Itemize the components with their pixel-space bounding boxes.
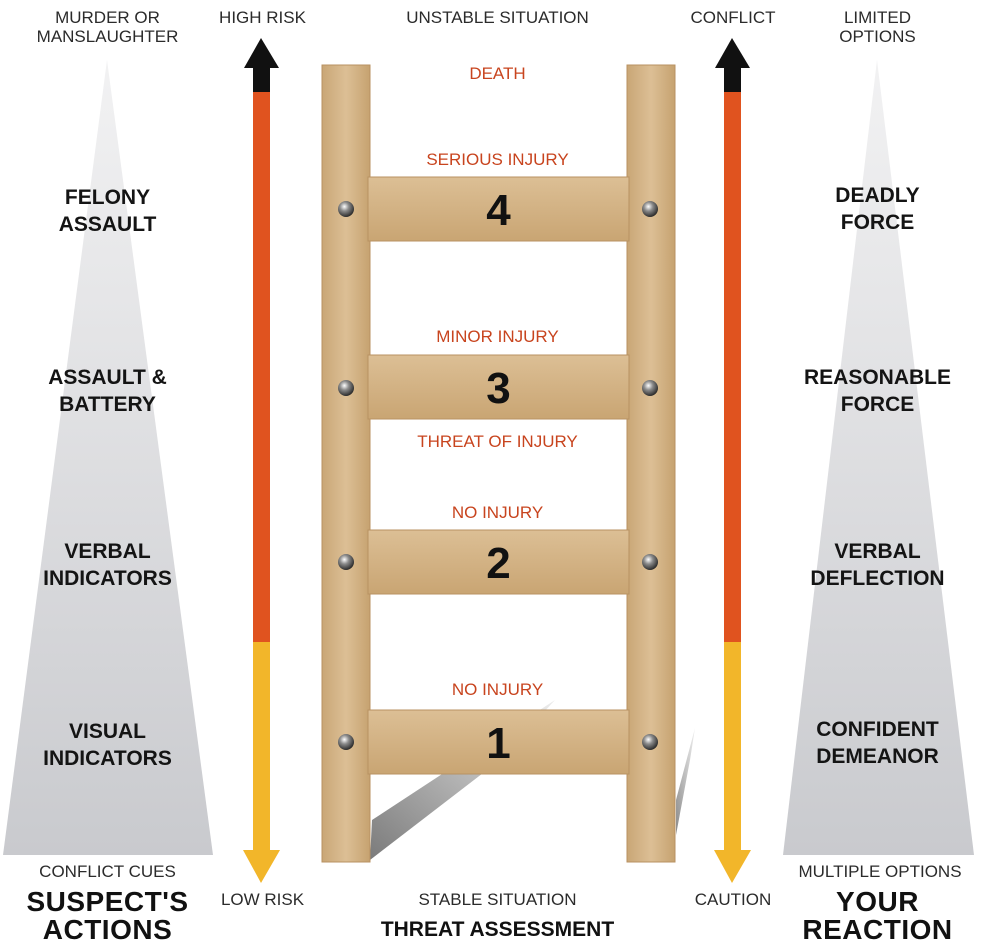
suspect-top-label: MURDER OR MANSLAUGHTER: [10, 8, 205, 46]
death-label: DEATH: [360, 64, 635, 83]
reaction-level-1: CONFIDENT DEMEANOR: [780, 716, 975, 771]
suspect-level-1: VISUAL INDICATORS: [10, 718, 205, 773]
reaction-top-label: LIMITED OPTIONS: [780, 8, 975, 46]
reaction-level-3: REASONABLE FORCE: [780, 364, 975, 419]
rung-number-2: 2: [368, 539, 629, 588]
suspect-bottom-label: CONFLICT CUES: [10, 862, 205, 881]
injury-label-none-1: NO INJURY: [360, 680, 635, 699]
suspect-title: SUSPECT'S ACTIONS: [0, 888, 215, 944]
ladder-shadow-right: [676, 728, 695, 835]
suspect-level-4: FELONY ASSAULT: [10, 184, 205, 239]
injury-label-threat: THREAT OF INJURY: [360, 432, 635, 451]
ladder-bolts: [338, 201, 658, 750]
suspect-level-3: ASSAULT & BATTERY: [10, 364, 205, 419]
injury-label-minor: MINOR INJURY: [360, 327, 635, 346]
conflict-arrow: [714, 38, 751, 883]
injury-label-none-2: NO INJURY: [360, 503, 635, 522]
ladder-title: THREAT ASSESSMENT: [340, 918, 655, 942]
reaction-level-4: DEADLY FORCE: [780, 182, 975, 237]
ladder-top-label: UNSTABLE SITUATION: [360, 8, 635, 27]
injury-label-serious: SERIOUS INJURY: [360, 150, 635, 169]
reaction-level-2: VERBAL DEFLECTION: [780, 538, 975, 593]
rung-number-4: 4: [368, 186, 629, 235]
suspect-level-2: VERBAL INDICATORS: [10, 538, 205, 593]
ladder-bottom-label: STABLE SITUATION: [360, 890, 635, 909]
risk-bottom-label: LOW RISK: [200, 890, 325, 909]
rung-number-1: 1: [368, 719, 629, 768]
reaction-title: YOUR REACTION: [775, 888, 980, 944]
risk-arrow: [243, 38, 280, 883]
risk-top-label: HIGH RISK: [200, 8, 325, 27]
reaction-bottom-label: MULTIPLE OPTIONS: [780, 862, 980, 881]
rung-number-3: 3: [368, 364, 629, 413]
conflict-top-label: CONFLICT: [672, 8, 794, 27]
